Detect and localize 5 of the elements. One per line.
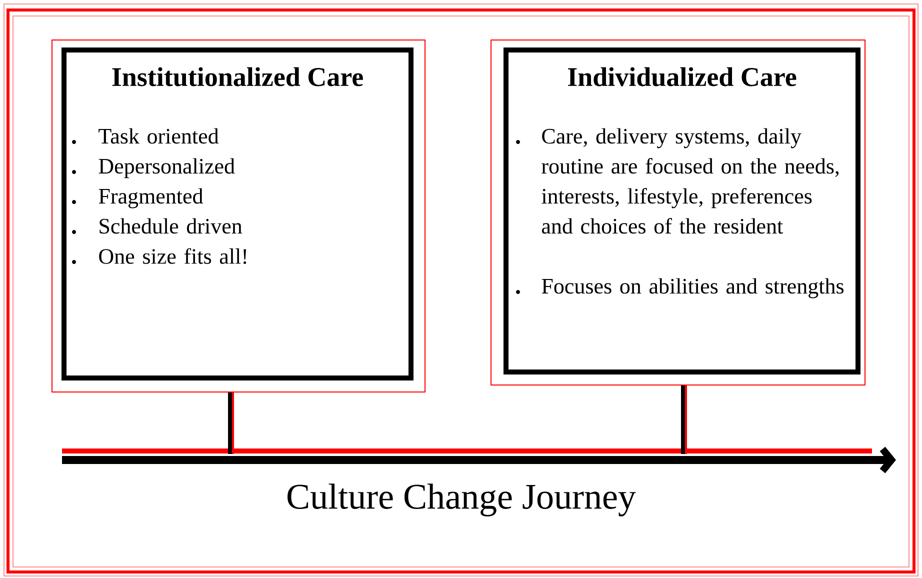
content-box: Individualized Care Care, delivery systems, daily routine are focused on the needs, interests, lifestyle, preferences and choices of the resident Focuses on abilities and strengths — [490, 40, 866, 386]
content-box: Institutionalized Care Task oriented Depersonalized Fragmented Schedule driven One size fits all! — [52, 40, 426, 392]
connector-line — [228, 392, 234, 454]
caption: Culture Change Journey — [288, 484, 636, 516]
connector-line — [681, 386, 687, 454]
